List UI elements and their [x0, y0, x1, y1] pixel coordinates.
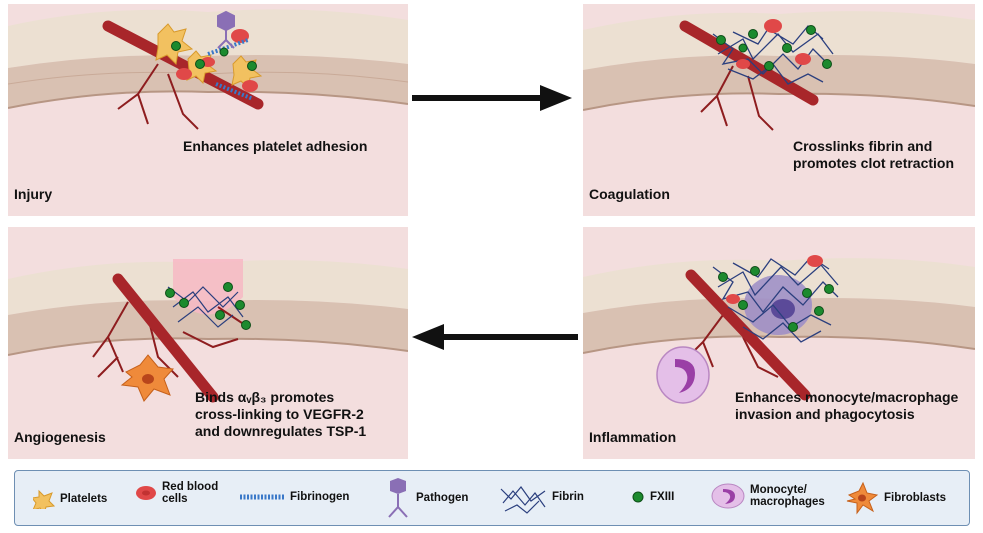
angiogenesis-panel: Binds αᵥβ₃ promotes cross-linking to VEG… — [8, 227, 408, 459]
legend-pathogen: Pathogen — [385, 477, 468, 519]
inflammation-panel: Enhances monocyte/macrophage invasion an… — [583, 227, 975, 459]
right-arrow-icon — [412, 85, 572, 111]
left-arrow-icon — [412, 324, 578, 350]
legend-platelets: Platelets — [33, 489, 107, 509]
angiogenesis-caption-line-3: and downregulates TSP-1 — [195, 423, 367, 439]
coagulation-caption-line-2: promotes clot retraction — [793, 155, 955, 171]
fibrinogen-icon — [240, 494, 284, 500]
platelet-icon — [33, 489, 55, 509]
angiogenesis-caption: Binds αᵥβ₃ promotes cross-linking to VEG… — [195, 389, 405, 440]
coagulation-caption: Crosslinks fibrin and promotes clot retr… — [793, 138, 973, 172]
monocyte-icon — [711, 483, 745, 509]
injury-stage-label: Injury — [14, 186, 53, 202]
fibrin-icon — [500, 486, 546, 514]
injury-scene — [8, 9, 408, 130]
angiogenesis-stage-label: Angiogenesis — [14, 429, 106, 445]
macrophage-shape — [656, 346, 710, 404]
angiogenesis-scene — [8, 259, 408, 403]
fibroblast-icon — [846, 481, 879, 515]
coagulation-panel: Crosslinks fibrin and promotes clot retr… — [583, 4, 975, 216]
legend-monocyte: Monocyte/macrophages — [711, 483, 825, 509]
inflammation-caption: Enhances monocyte/macrophage invasion an… — [735, 389, 971, 423]
red-blood-cell-icon — [136, 486, 156, 500]
angiogenesis-caption-line-2: cross-linking to VEGFR-2 — [195, 406, 364, 422]
legend-fibroblasts: Fibroblasts — [845, 481, 946, 515]
inflammation-caption-line-1: Enhances monocyte/macrophage — [735, 389, 959, 405]
inflammation-caption-line-2: invasion and phagocytosis — [735, 406, 915, 422]
coagulation-scene — [583, 11, 975, 131]
injury-caption: Enhances platelet adhesion — [183, 138, 368, 154]
legend-fibrinogen: Fibrinogen — [239, 491, 349, 503]
pathogen-icon — [388, 478, 408, 518]
fxiii-icon — [632, 491, 644, 503]
inflammation-stage-label: Inflammation — [589, 429, 677, 445]
inflammation-scene — [583, 255, 975, 404]
legend-fxiii: FXIII — [631, 490, 674, 504]
fibroblast-shape — [120, 354, 175, 402]
coagulation-caption-line-1: Crosslinks fibrin and — [793, 138, 933, 154]
coagulation-stage-label: Coagulation — [589, 186, 670, 202]
legend-fibrin: Fibrin — [499, 479, 584, 515]
angiogenesis-caption-line-1: Binds αᵥβ₃ promotes — [195, 389, 335, 405]
injury-panel: Enhances platelet adhesion Injury — [8, 4, 408, 216]
